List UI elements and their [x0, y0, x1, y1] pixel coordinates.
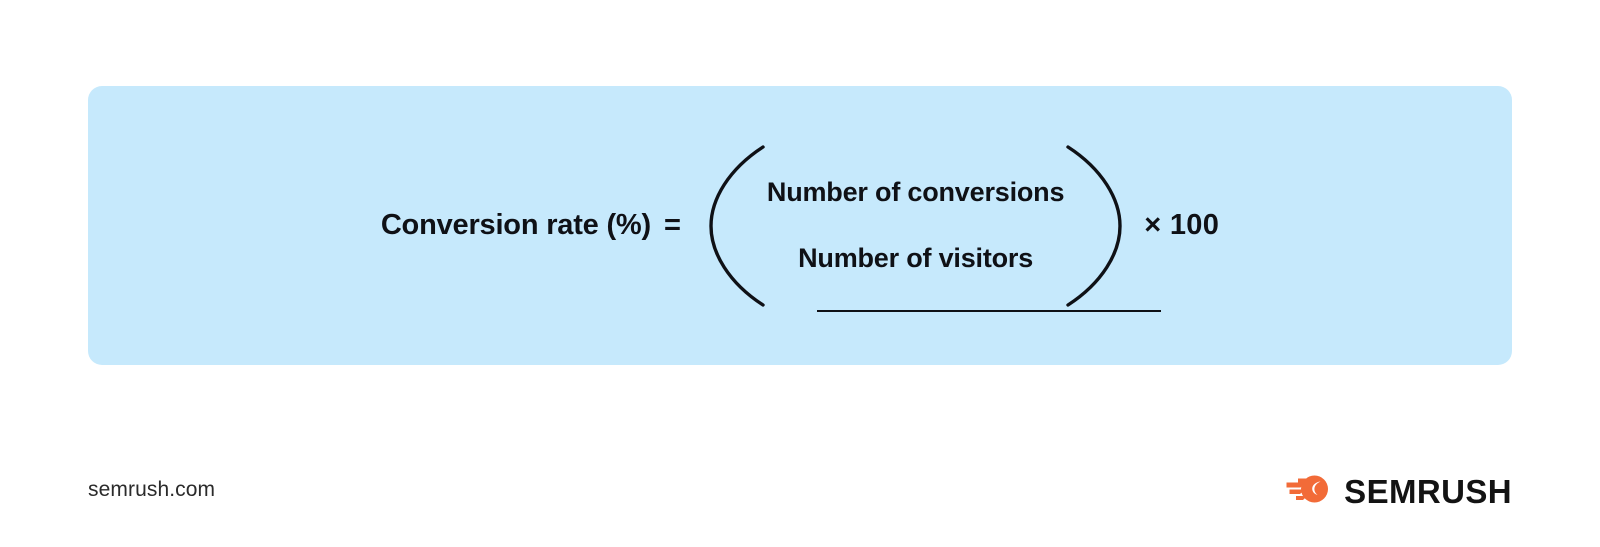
open-paren-icon	[707, 143, 769, 309]
formula-expression: Conversion rate (%) = Number of conversi…	[88, 86, 1512, 365]
equals-sign: =	[663, 209, 681, 241]
footer-url: semrush.com	[88, 478, 216, 501]
semrush-wordmark: SEMRUSH	[1344, 473, 1512, 510]
semrush-logo: SEMRUSH	[1285, 472, 1512, 511]
formula-left-label: Conversion rate (%)	[380, 209, 651, 241]
close-paren-icon	[1062, 143, 1124, 309]
formula-panel: Conversion rate (%) = Number of conversi…	[88, 86, 1512, 365]
fraction-denominator: Number of visitors	[798, 243, 1034, 273]
fraction-numerator: Number of conversions	[766, 177, 1065, 207]
fraction: Number of conversions Number of visitors	[763, 179, 1068, 272]
parenthesized-fraction: Number of conversions Number of visitors	[707, 143, 1124, 309]
multiplier-label: × 100	[1144, 209, 1220, 241]
fraction-bar	[817, 310, 1161, 312]
semrush-comet-icon	[1285, 472, 1331, 511]
